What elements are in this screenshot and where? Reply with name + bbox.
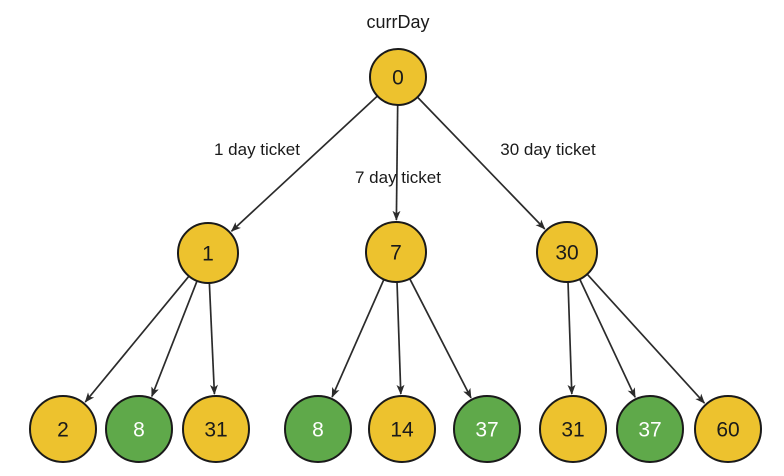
tree-node[interactable]: 60 <box>694 395 762 463</box>
root-caption: currDay <box>366 12 429 32</box>
tree-edge <box>230 95 379 232</box>
node-circle[interactable] <box>616 395 684 463</box>
node-circle[interactable] <box>368 395 436 463</box>
tree-node[interactable]: 1 <box>177 222 239 284</box>
node-label: 8 <box>312 419 324 442</box>
tree-node[interactable]: 31 <box>539 395 607 463</box>
node-label: 37 <box>475 419 498 442</box>
tree-node[interactable]: 14 <box>368 395 436 463</box>
tree-node[interactable]: 31 <box>182 395 250 463</box>
tree-node[interactable]: 30 <box>536 221 598 283</box>
tree-edge <box>567 281 576 395</box>
node-label: 7 <box>390 242 402 265</box>
node-label: 14 <box>390 419 414 442</box>
node-label: 1 <box>202 243 214 266</box>
node-label: 2 <box>57 419 69 442</box>
tree-edge <box>84 275 190 403</box>
node-label: 37 <box>638 419 661 442</box>
node-circle[interactable] <box>694 395 762 463</box>
node-circle[interactable] <box>536 221 598 283</box>
tree-edge <box>416 96 546 230</box>
node-circle[interactable] <box>105 395 173 463</box>
edge-labels-layer: 1 day ticket 7 day ticket 30 day ticket <box>214 140 596 187</box>
node-label: 31 <box>204 419 227 442</box>
node-circle[interactable] <box>29 395 97 463</box>
node-label: 60 <box>716 419 739 442</box>
node-circle[interactable] <box>182 395 250 463</box>
node-label: 8 <box>133 419 145 442</box>
tree-node[interactable]: 2 <box>29 395 97 463</box>
tree-edge <box>392 104 401 221</box>
tree-edge <box>150 280 198 398</box>
node-circle[interactable] <box>369 48 427 106</box>
tree-edge <box>396 281 405 395</box>
tree-edge <box>586 273 706 404</box>
tree-node[interactable]: 37 <box>453 395 521 463</box>
node-circle[interactable] <box>539 395 607 463</box>
tree-node[interactable]: 8 <box>105 395 173 463</box>
tree-node[interactable]: 0 <box>369 48 427 106</box>
node-label: 30 <box>555 242 578 265</box>
node-circle[interactable] <box>453 395 521 463</box>
node-label: 0 <box>392 67 404 90</box>
node-circle[interactable] <box>284 395 352 463</box>
tree-node[interactable]: 8 <box>284 395 352 463</box>
tree-edge <box>408 278 472 399</box>
node-circle[interactable] <box>177 222 239 284</box>
tree-node[interactable]: 7 <box>365 221 427 283</box>
nodes-layer: 0 1 7 30 2 8 31 8 14 37 31 37 60 <box>29 48 762 463</box>
edges-layer <box>84 95 706 404</box>
tree-node[interactable]: 37 <box>616 395 684 463</box>
edge-label: 1 day ticket <box>214 140 300 159</box>
tree-edge <box>208 282 218 395</box>
tree-edge <box>331 279 385 398</box>
edge-label: 7 day ticket <box>355 168 441 187</box>
edge-label: 30 day ticket <box>500 140 596 159</box>
node-circle[interactable] <box>365 221 427 283</box>
tree-edge <box>578 278 636 399</box>
node-label: 31 <box>561 419 584 442</box>
